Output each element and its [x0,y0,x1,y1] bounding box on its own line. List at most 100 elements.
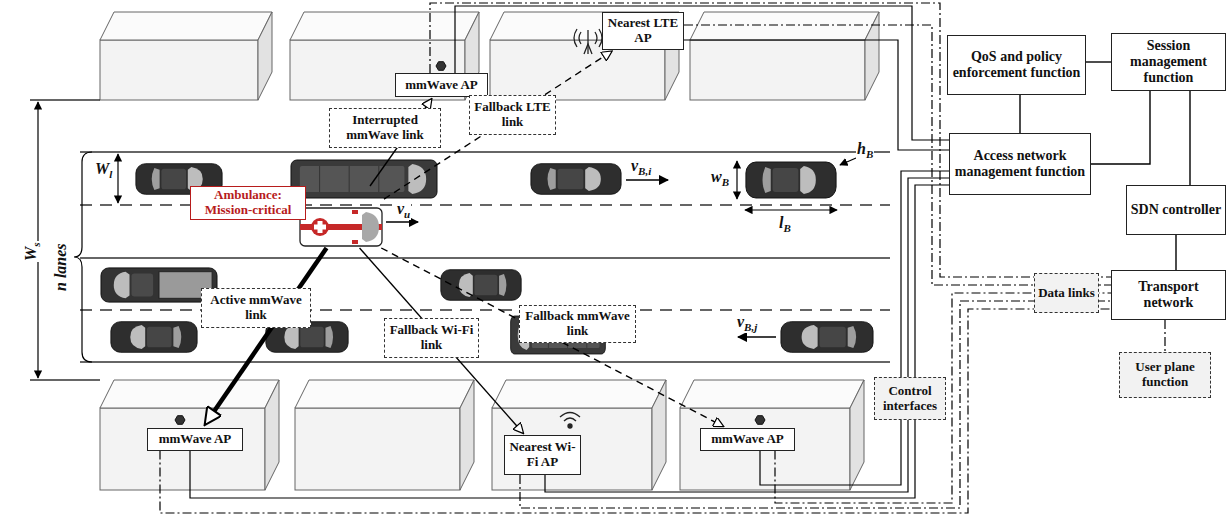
dimension-label: Ws [22,241,42,262]
control-interface [190,185,949,498]
dimension-arrow [626,179,668,181]
vehicle [781,322,873,353]
symbol-label: l [779,214,783,231]
link-label-box: Interrupted mmWave link [329,108,441,148]
building [295,408,460,490]
node-text: mmWave AP [711,432,784,447]
mmwave-ap-dot [175,416,185,425]
building [680,380,864,408]
antenna-symbol [564,418,576,421]
interface-tag-box: Data links [1034,273,1099,313]
ambulance [352,240,358,244]
link-connector [1086,61,1111,62]
building [100,12,879,490]
node-text: mmWave AP [159,432,232,447]
symbol-label: v [737,313,744,330]
dimension-arrow [117,154,118,203]
building [492,408,652,490]
building [460,380,474,490]
link-label-box: Fallback Wi-Fi link [384,318,479,358]
mmwave-ap-dot [436,62,446,71]
node-text: Data links [1038,286,1095,301]
building [265,380,279,490]
dimension-label: vu [396,200,411,220]
link-label-box: Active mmWave link [201,288,311,328]
dimension-label: hB [856,140,874,160]
road-marking [30,100,890,380]
link-label-box: Fallback LTE link [469,95,556,135]
node-text: Fallback Wi-Fi link [388,323,475,353]
node-text: Fallback mmWave link [523,309,632,339]
antenna-symbol [560,413,580,418]
node-text: QoS and policy enforcement function [951,49,1082,81]
subscript: u [404,208,410,220]
subscript: B [783,222,790,234]
function-box: Session management function [1111,33,1226,91]
access-point-box: mmWave AP [395,73,488,97]
symbol-label: h [857,140,866,157]
antenna-symbol [574,29,577,47]
function-box: QoS and policy enforcement function [947,35,1086,95]
dimension-arrow [37,102,38,378]
building [652,380,666,490]
dimension-arrow [386,221,418,223]
access-point-box: Nearest Wi-Fi AP [504,435,581,475]
access-point-box: Nearest LTE AP [602,12,684,50]
node-text: Transport network [1115,279,1222,311]
dimension-label: Wl [94,160,113,180]
dimension-label: n lanes [52,242,70,292]
function-box: SDN controller [1126,185,1226,235]
building [690,12,879,40]
data-link [1164,320,1165,352]
data-link [775,293,1111,503]
road-marking [30,99,100,100]
building [690,40,865,100]
vehicle [101,160,873,354]
building [850,380,864,490]
ambulance [300,208,382,246]
dimension-arrow [840,158,856,165]
dimension-arrow [736,161,737,199]
road-marking [80,151,890,152]
building [100,380,279,408]
mmwave-ap-dot [755,416,765,425]
building [680,408,850,490]
ambulance [300,208,382,246]
subscript: s [30,242,42,246]
antenna-symbol [587,30,588,54]
building [492,380,666,408]
dimension-arrow [738,336,776,338]
subscript: B [866,148,873,160]
node-text: Session management function [1115,38,1222,86]
symbol-label: W [95,160,109,177]
subscript: B,j [744,321,757,333]
node-text: Access network management function [953,148,1087,180]
node-text: User plane function [1123,360,1207,390]
dimension-arrow [74,152,92,362]
ambulance [352,210,358,214]
access-point-box: mmWave AP [700,428,795,451]
node-text: Control interfaces [878,384,942,414]
symbol-label: w [711,168,722,185]
interface-tag-box: Control interfaces [874,377,946,420]
ambulance [314,221,326,233]
function-box: Transport network [1111,270,1226,320]
vehicle [531,164,621,195]
symbol-label: v [631,157,638,174]
vehicle [111,322,197,353]
link-connector [1175,235,1176,270]
subscript: l [109,168,112,180]
link-connector [1091,91,1150,164]
mmwave-ap-dot [175,62,765,425]
vehicle [441,270,521,301]
node-text: Interrupted mmWave link [333,113,437,143]
node-text: mmWave AP [405,78,478,93]
road-marking [30,379,100,380]
ambulance [362,212,379,242]
symbol-label: v [397,200,404,217]
ambulance [311,218,329,236]
function-box: Access network management function [949,133,1091,195]
antenna-symbol [595,32,597,44]
data-link [684,25,1111,285]
node-text: Nearest LTE AP [606,16,680,46]
